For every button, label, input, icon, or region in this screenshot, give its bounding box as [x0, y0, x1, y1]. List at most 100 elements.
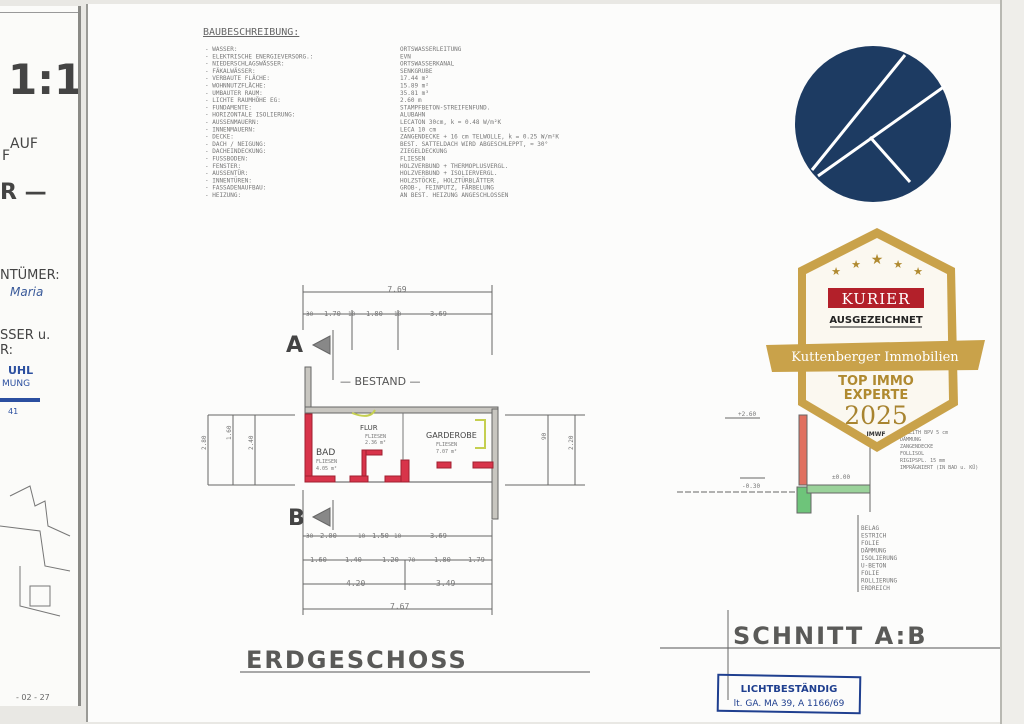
dim-bottom: 70 [408, 557, 416, 564]
dim-bottom: 3.49 [436, 579, 455, 588]
planner-stamp-1: UHL [8, 364, 33, 377]
dim-bottom: 1.79 [468, 556, 485, 564]
room-name: GARDEROBE [426, 431, 477, 440]
level-top: +2.60 [738, 411, 756, 418]
room-name: FLUR [360, 424, 378, 432]
description-value: EVN [400, 53, 411, 60]
description-label: - DACH / NEIGUNG: [205, 141, 266, 148]
room-name: BAD [316, 448, 335, 458]
dim-left: 2.40 [248, 435, 255, 450]
dim-bottom: 2.00 [320, 532, 337, 540]
floor-plan [207, 285, 590, 673]
star-icon: ★ [913, 265, 923, 278]
floor-layer-label: U-BETON [861, 563, 887, 570]
description-value: ORTSWASSERKANAL [400, 61, 455, 68]
roof-layer-label: IMPRÄGNIERT (IN BAD u. KÜ) [900, 464, 978, 471]
description-label: - FENSTER: [205, 163, 241, 170]
stamp-line-1: LICHTBESTÄNDIG [741, 681, 838, 695]
floor-layer-label: ESTRICH [861, 533, 887, 540]
planner-stamp-3: 41 [8, 407, 18, 416]
building-description: BAUBESCHREIBUNG: - WASSER:ORTSWASSERLEIT… [203, 27, 559, 199]
room-area: 2.36 m² [365, 440, 386, 446]
description-label: - HORIZONTALE ISOLIERUNG: [205, 112, 295, 119]
description-value: HOLZVERBUND + THERMOPLUSVERGL. [400, 163, 508, 170]
dim-bottom: 4.20 [346, 579, 365, 588]
floor-layer-label: ROLLIERUNG [861, 578, 898, 585]
dim-bottom-total: 7.67 [390, 602, 409, 611]
description-value: 2.60 m [400, 97, 422, 104]
star-icon: ★ [831, 265, 841, 278]
description-label: - FASSADENAUFBAU: [205, 185, 266, 192]
description-value: AN BEST. HEIZUNG ANGESCHLOSSEN [400, 192, 509, 199]
badge-award: AUSGEZEICHNET [829, 315, 923, 326]
badge-brand: KURIER [842, 290, 911, 308]
star-icon: ★ [893, 258, 903, 271]
description-label: - ELEKTRISCHE ENERGIEVERSORG.: [205, 53, 313, 60]
description-value: ZIEGELDECKUNG [400, 148, 447, 155]
dim-top: 3.69 [430, 310, 447, 318]
description-value: 35.81 m³ [400, 90, 429, 97]
description-title: BAUBESCHREIBUNG: [203, 27, 299, 38]
title-block-strip: 1:100 AUF F R — NTÜMER: Maria SSER u. R:… [0, 6, 142, 706]
dim-top: 30 [306, 311, 314, 318]
badge-source: IMWF [867, 431, 886, 438]
level-floor: ±0.00 [832, 474, 850, 481]
dim-bottom: 1.40 [345, 556, 362, 564]
description-value: STAMPFBETON-STREIFENFUND. [400, 104, 490, 111]
walls-new [304, 413, 494, 483]
roof-layer-label: HAKLITH BPV 5 cm [900, 430, 948, 436]
description-label: - INNENTÜREN: [205, 177, 252, 184]
room-floor: FLIESEN [316, 459, 337, 465]
section-drawing [660, 400, 1000, 700]
bestand-label: — BESTAND — [340, 375, 421, 388]
site-plan-sketch [0, 485, 71, 617]
dim-bottom: 1.60 [310, 556, 327, 564]
description-label: - NIEDERSCHLAGSWÄSSER: [205, 61, 284, 68]
roof-layer-label: ZANGENDECKE [900, 444, 933, 450]
floor-layer-label: ERDREICH [861, 585, 890, 592]
dim-right: 2.20 [568, 435, 575, 450]
description-value: LECATON 30cm, k = 0.48 W/m²K [400, 119, 502, 126]
floor-layer-label: BELAG [861, 525, 879, 532]
description-label: - DECKE: [205, 134, 234, 141]
description-label: - AUSSENTÜR: [205, 170, 248, 177]
description-value: 17.44 m² [400, 75, 429, 82]
description-value: LECA 10 cm [400, 126, 437, 133]
description-value: BEST. SATTELDACH WIRD ABGESCHLEPPT, ≈ 30… [400, 141, 548, 148]
description-value: ZANGENDECKE + 16 cm TELWOLLE, k = 0.25 W… [400, 134, 559, 141]
section-marker-b: B [288, 506, 305, 531]
planner-label: SSER u. [0, 328, 50, 343]
description-label: - WOHNNUTZFLÄCHE: [205, 83, 266, 90]
description-label: - HEIZUNG: [205, 192, 241, 199]
badge-line-1: TOP IMMO [838, 374, 914, 389]
dim-left: 1.60 [226, 425, 233, 440]
dim-top: 1.80 [366, 310, 383, 318]
description-label: - INNENMAUERN: [205, 126, 256, 133]
dim-bottom: 1.20 [382, 556, 399, 564]
room-area: 4.05 m² [316, 466, 337, 472]
description-label: - AUSSENMAUERN: [205, 119, 259, 126]
owner-label: NTÜMER: [0, 266, 60, 283]
description-value: HOLZSTÖCKE, HOLZTÜRBLÄTTER [400, 177, 494, 184]
description-value: ORTSWASSERLEITUNG [400, 46, 462, 53]
section-marker-a: A [286, 333, 303, 358]
description-label: - UMBAUTER RAUM: [205, 90, 263, 97]
dim-top: 10 [394, 311, 402, 318]
title-line-3: R — [0, 180, 47, 205]
planner-stamp-2: MUNG [2, 379, 30, 389]
dim-bottom: 30 [306, 533, 314, 540]
description-label: - LICHTE RAUMHÖHE EG: [205, 97, 281, 104]
star-icon: ★ [851, 258, 861, 271]
section-labels: +2.60 -0.30 ±0.00 HAKLITH BPV 5 cmDÄMMUN… [733, 411, 978, 650]
description-label: - FUNDAMENTE: [205, 104, 252, 111]
title-line-2: F [2, 148, 10, 164]
dim-bottom: 1.50 [372, 532, 389, 540]
dim-bottom: 10 [358, 533, 366, 540]
floor-layer-label: DÄMMUNG [861, 548, 887, 555]
floor-plan-labels: 7.69 30 1.70 10 1.80 10 3.69 A B — BESTA… [201, 285, 575, 674]
floor-layer-label: ISOLIERUNG [861, 555, 898, 562]
star-icon: ★ [871, 252, 884, 268]
title-line-1: AUF [10, 136, 38, 152]
dim-right: 90 [541, 432, 548, 440]
description-value: GROB-, FEINPUTZ, FÄRBELUNG [400, 185, 494, 192]
